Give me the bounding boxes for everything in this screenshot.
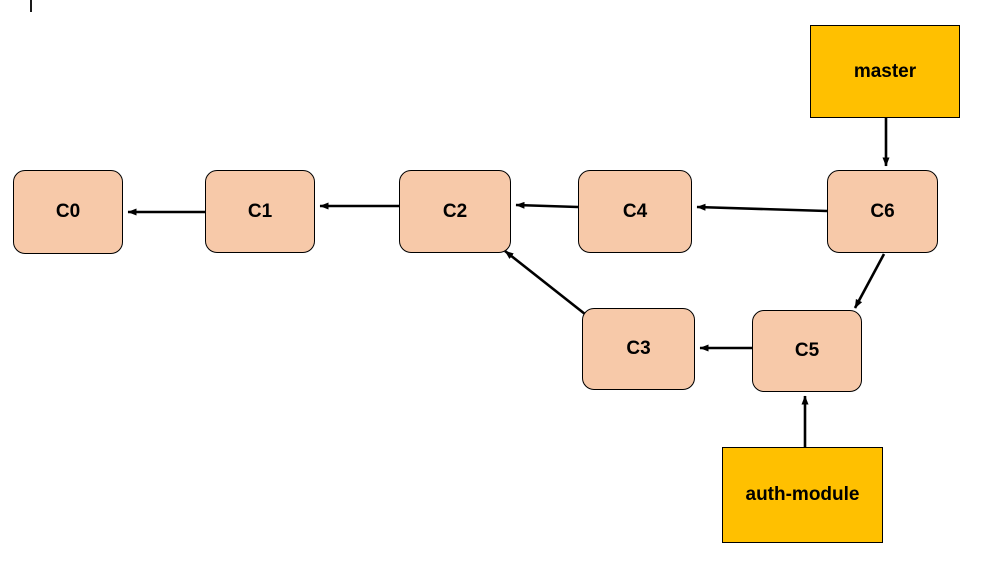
commit-node-c5[interactable]: C5	[752, 310, 862, 392]
commit-label-c2: C2	[442, 200, 468, 222]
stray-tick-mark	[30, 0, 32, 12]
edge-c3-to-c2	[504, 249, 591, 320]
branch-label-master-text: master	[853, 60, 917, 82]
branch-label-auth-module-text: auth-module	[745, 484, 860, 505]
commit-node-c6[interactable]: C6	[827, 170, 938, 253]
commit-node-c0[interactable]: C0	[13, 170, 123, 254]
commit-label-c6: C6	[870, 200, 895, 222]
commit-label-c3: C3	[626, 338, 651, 359]
edge-c6-to-c4	[696, 203, 828, 213]
edge-c6-to-c5	[853, 253, 886, 309]
commit-label-c5: C5	[794, 340, 820, 361]
commit-node-c1[interactable]: C1	[205, 170, 315, 253]
commit-node-c3[interactable]: C3	[582, 308, 695, 390]
commit-node-c4[interactable]: C4	[578, 170, 692, 253]
commit-label-c0: C0	[55, 201, 81, 222]
edge-c4-to-c2	[515, 201, 579, 209]
branch-label-auth-module[interactable]: auth-module	[722, 447, 883, 543]
branch-label-master[interactable]: master	[810, 25, 960, 118]
commit-label-c4: C4	[622, 200, 648, 222]
commit-node-c2[interactable]: C2	[399, 170, 511, 253]
commit-label-c1: C1	[247, 200, 273, 222]
